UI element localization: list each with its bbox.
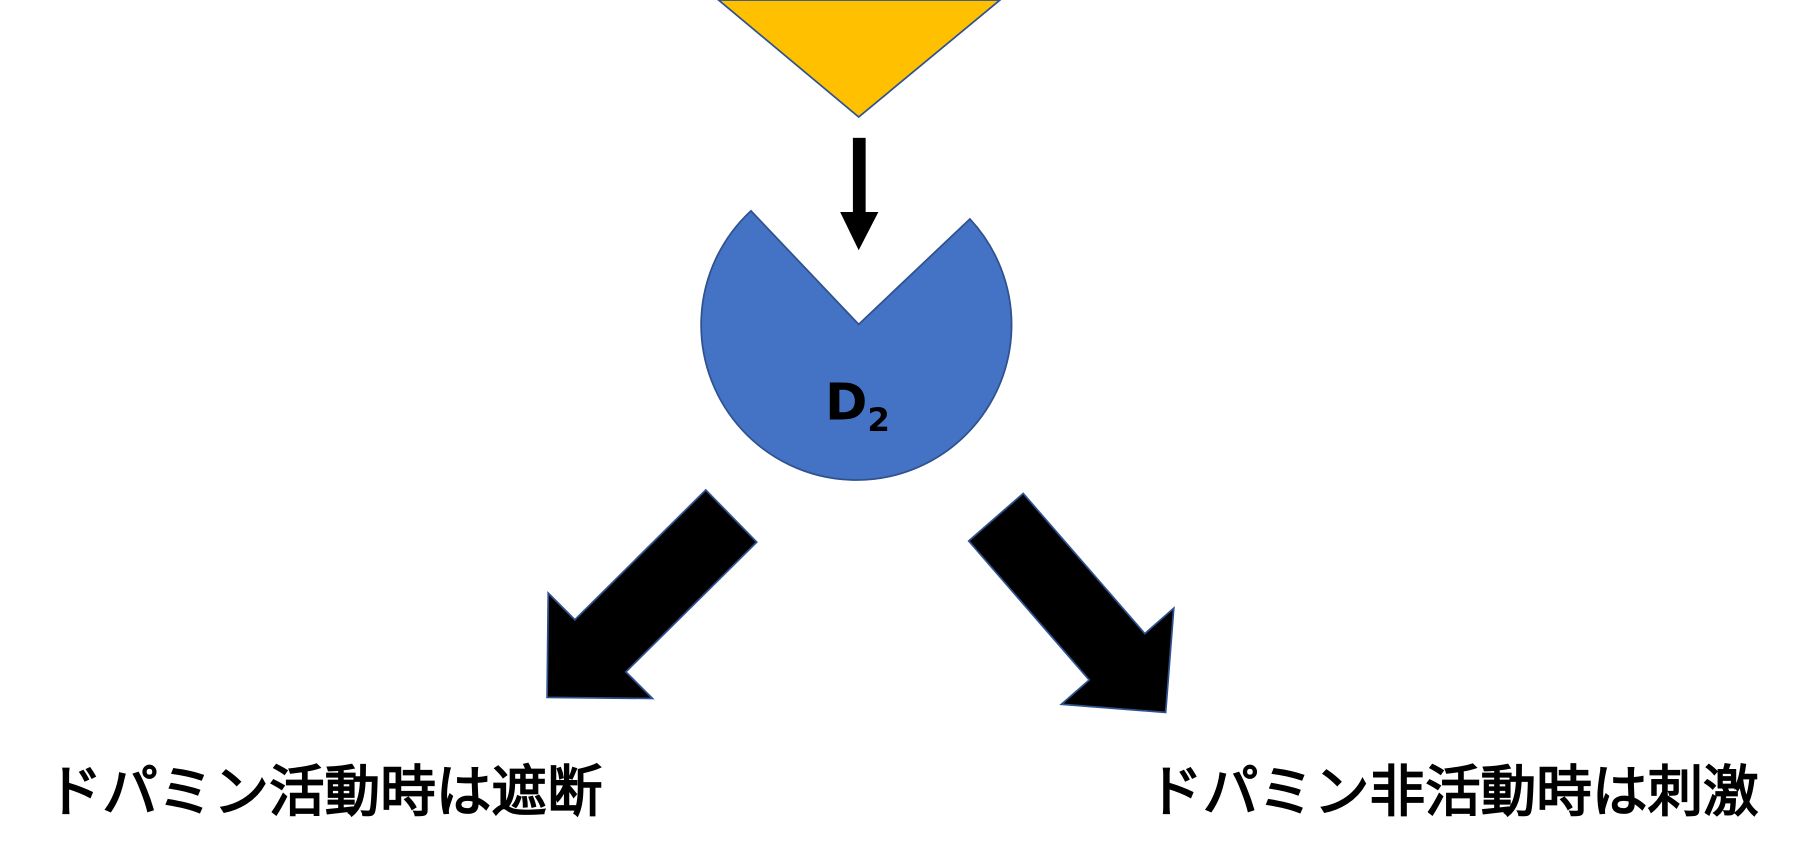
ligand-triangle xyxy=(717,0,1002,119)
left-arrow xyxy=(546,488,758,700)
receptor-label: D2 xyxy=(825,373,890,439)
down-arrow xyxy=(840,137,879,251)
outcome-left-label: ドパミン活動時は遮断 xyxy=(47,760,603,825)
right-arrow xyxy=(967,492,1175,714)
outcome-right-label: ドパミン非活動時は刺激 xyxy=(1147,760,1759,825)
d2-receptor xyxy=(700,209,1013,481)
